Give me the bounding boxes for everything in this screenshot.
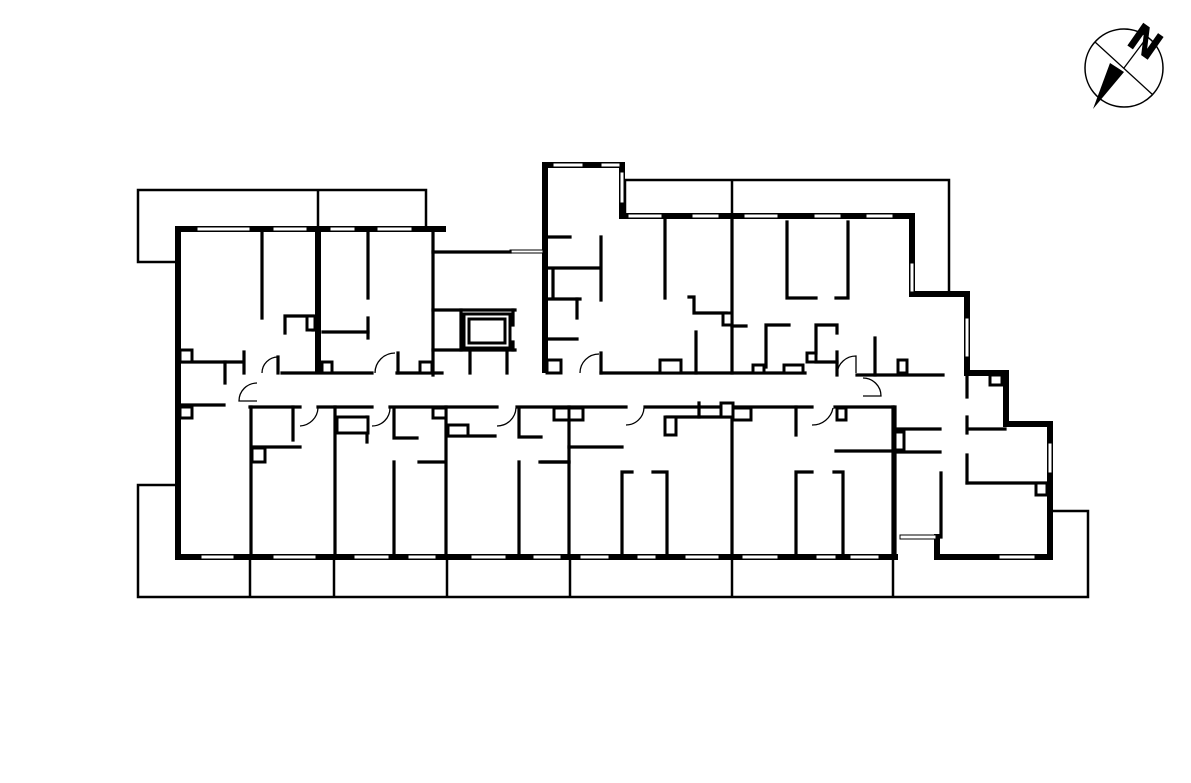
shaft [250,446,267,464]
shaft [719,401,735,419]
interior-wall [814,323,839,355]
door-swing [238,382,258,402]
window [196,226,251,232]
window [627,213,663,219]
window [964,317,970,358]
compass-axis [1123,35,1149,69]
interior-wall [794,470,814,557]
interior-wall [832,470,845,557]
shaft [1034,481,1049,497]
door-swing [811,407,834,426]
doors [238,352,882,427]
shaft [567,406,585,422]
shaft [835,406,848,422]
window [600,162,621,168]
compass: N [1084,15,1171,109]
window [909,262,915,293]
door-swing [374,352,396,374]
window [691,213,720,219]
window [509,249,544,254]
door-swing [625,407,645,426]
door-swing [579,353,600,374]
shaft [893,430,906,452]
door-swing [299,407,319,427]
compass-circle [1084,28,1164,108]
window [470,554,507,560]
window [532,554,562,560]
window [376,226,413,232]
shaft [731,406,753,422]
window [743,213,779,219]
window [200,554,235,560]
shaft [178,348,194,364]
shaft [305,314,317,332]
shaft [431,406,448,420]
door-swing [496,407,517,427]
shaft [782,363,805,375]
interior-wall [517,406,543,439]
windows [196,162,1053,560]
window [619,171,625,204]
window [329,226,356,232]
window [813,213,842,219]
window [741,554,779,560]
balconies [136,178,1090,599]
window [353,554,390,560]
shaft [178,405,194,420]
shafts [178,311,1049,497]
interior-wall [834,220,850,300]
window [815,554,837,560]
interior-wall [764,323,791,369]
interior-wall [785,220,818,300]
window [272,554,317,560]
interior-wall [651,470,669,557]
interior-wall [687,295,728,315]
shaft [446,423,470,438]
interior-walls [178,214,1051,559]
shaft [805,351,818,364]
shaft [335,415,370,435]
shaft [418,360,434,375]
interior-wall [620,470,634,557]
shaft [988,373,1004,387]
balcony-outline [136,188,428,264]
door-swing [862,377,882,397]
exterior-walls [175,162,1053,560]
balcony-outline [136,483,1090,599]
window [899,534,937,540]
shaft [721,311,734,327]
window [998,554,1036,560]
window [407,554,437,560]
shaft [552,406,571,422]
shaft [467,317,507,345]
shaft [320,360,334,375]
north-arrow-icon [1093,63,1124,109]
window [552,162,584,168]
shaft [751,363,766,375]
door-swing [836,355,857,374]
compass-axis [1094,41,1154,96]
window [865,213,894,219]
window [636,554,657,560]
window [579,554,610,560]
interior-wall [392,408,419,440]
door-swing [261,356,279,374]
shaft [658,358,683,375]
shaft [663,415,678,437]
window [272,226,308,232]
shaft [896,358,909,375]
door-swing [371,407,391,427]
window [849,554,880,560]
shaft [545,358,563,375]
window [684,554,720,560]
window [1047,442,1053,474]
